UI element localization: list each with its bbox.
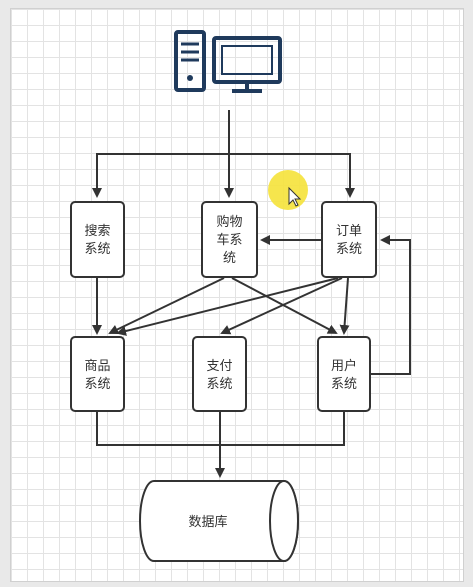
node-product-label-line1: 商品 [84,359,110,374]
node-product-label-line2: 系统 [84,377,110,392]
node-user-label-line1: 用户 [331,358,357,374]
connector-order-to-user [339,277,350,335]
computer-tower-icon [174,30,206,92]
node-cart-label-line2: 车系 [216,232,242,248]
node-order-system[interactable]: 订单 系统 [321,201,377,278]
node-search-system[interactable]: 搜索 系统 [70,201,125,278]
node-search-label-line2: 系统 [84,242,110,257]
node-order-label-line1: 订单 [336,224,362,239]
node-user-label-line2: 系统 [331,377,357,392]
connector-product-to-db [96,411,220,446]
monitor-icon [212,36,282,93]
node-database[interactable]: 数据库 [139,480,299,562]
node-database-label: 数据库 [188,514,227,530]
node-payment-label-line2: 系统 [206,377,232,392]
node-product-system[interactable]: 商品 系统 [70,336,125,412]
grid-background [10,8,464,582]
connector-order-to-payment [220,277,343,335]
connector-lines [92,110,411,478]
node-cart-label-line1: 购物 [216,214,242,230]
node-payment-label-line1: 支付 [206,359,232,374]
connector-computer-to-search [92,153,229,198]
node-cart-label-line3: 统 [223,251,236,266]
node-user-system[interactable]: 用户 系统 [317,336,371,412]
mouse-cursor-icon [268,170,308,210]
connector-cart-to-product [108,277,225,335]
connector-computer-to-order [229,153,355,198]
connector-order-to-product [116,277,339,336]
connector-user-to-order [370,235,411,375]
node-cart-system[interactable]: 购物 车系 统 [201,201,258,278]
computer-icon [174,30,282,93]
node-search-label-line1: 搜索 [84,224,110,239]
node-order-label-line2: 系统 [336,242,362,257]
node-payment-system[interactable]: 支付 系统 [192,336,247,412]
connector-user-to-db [220,411,345,446]
